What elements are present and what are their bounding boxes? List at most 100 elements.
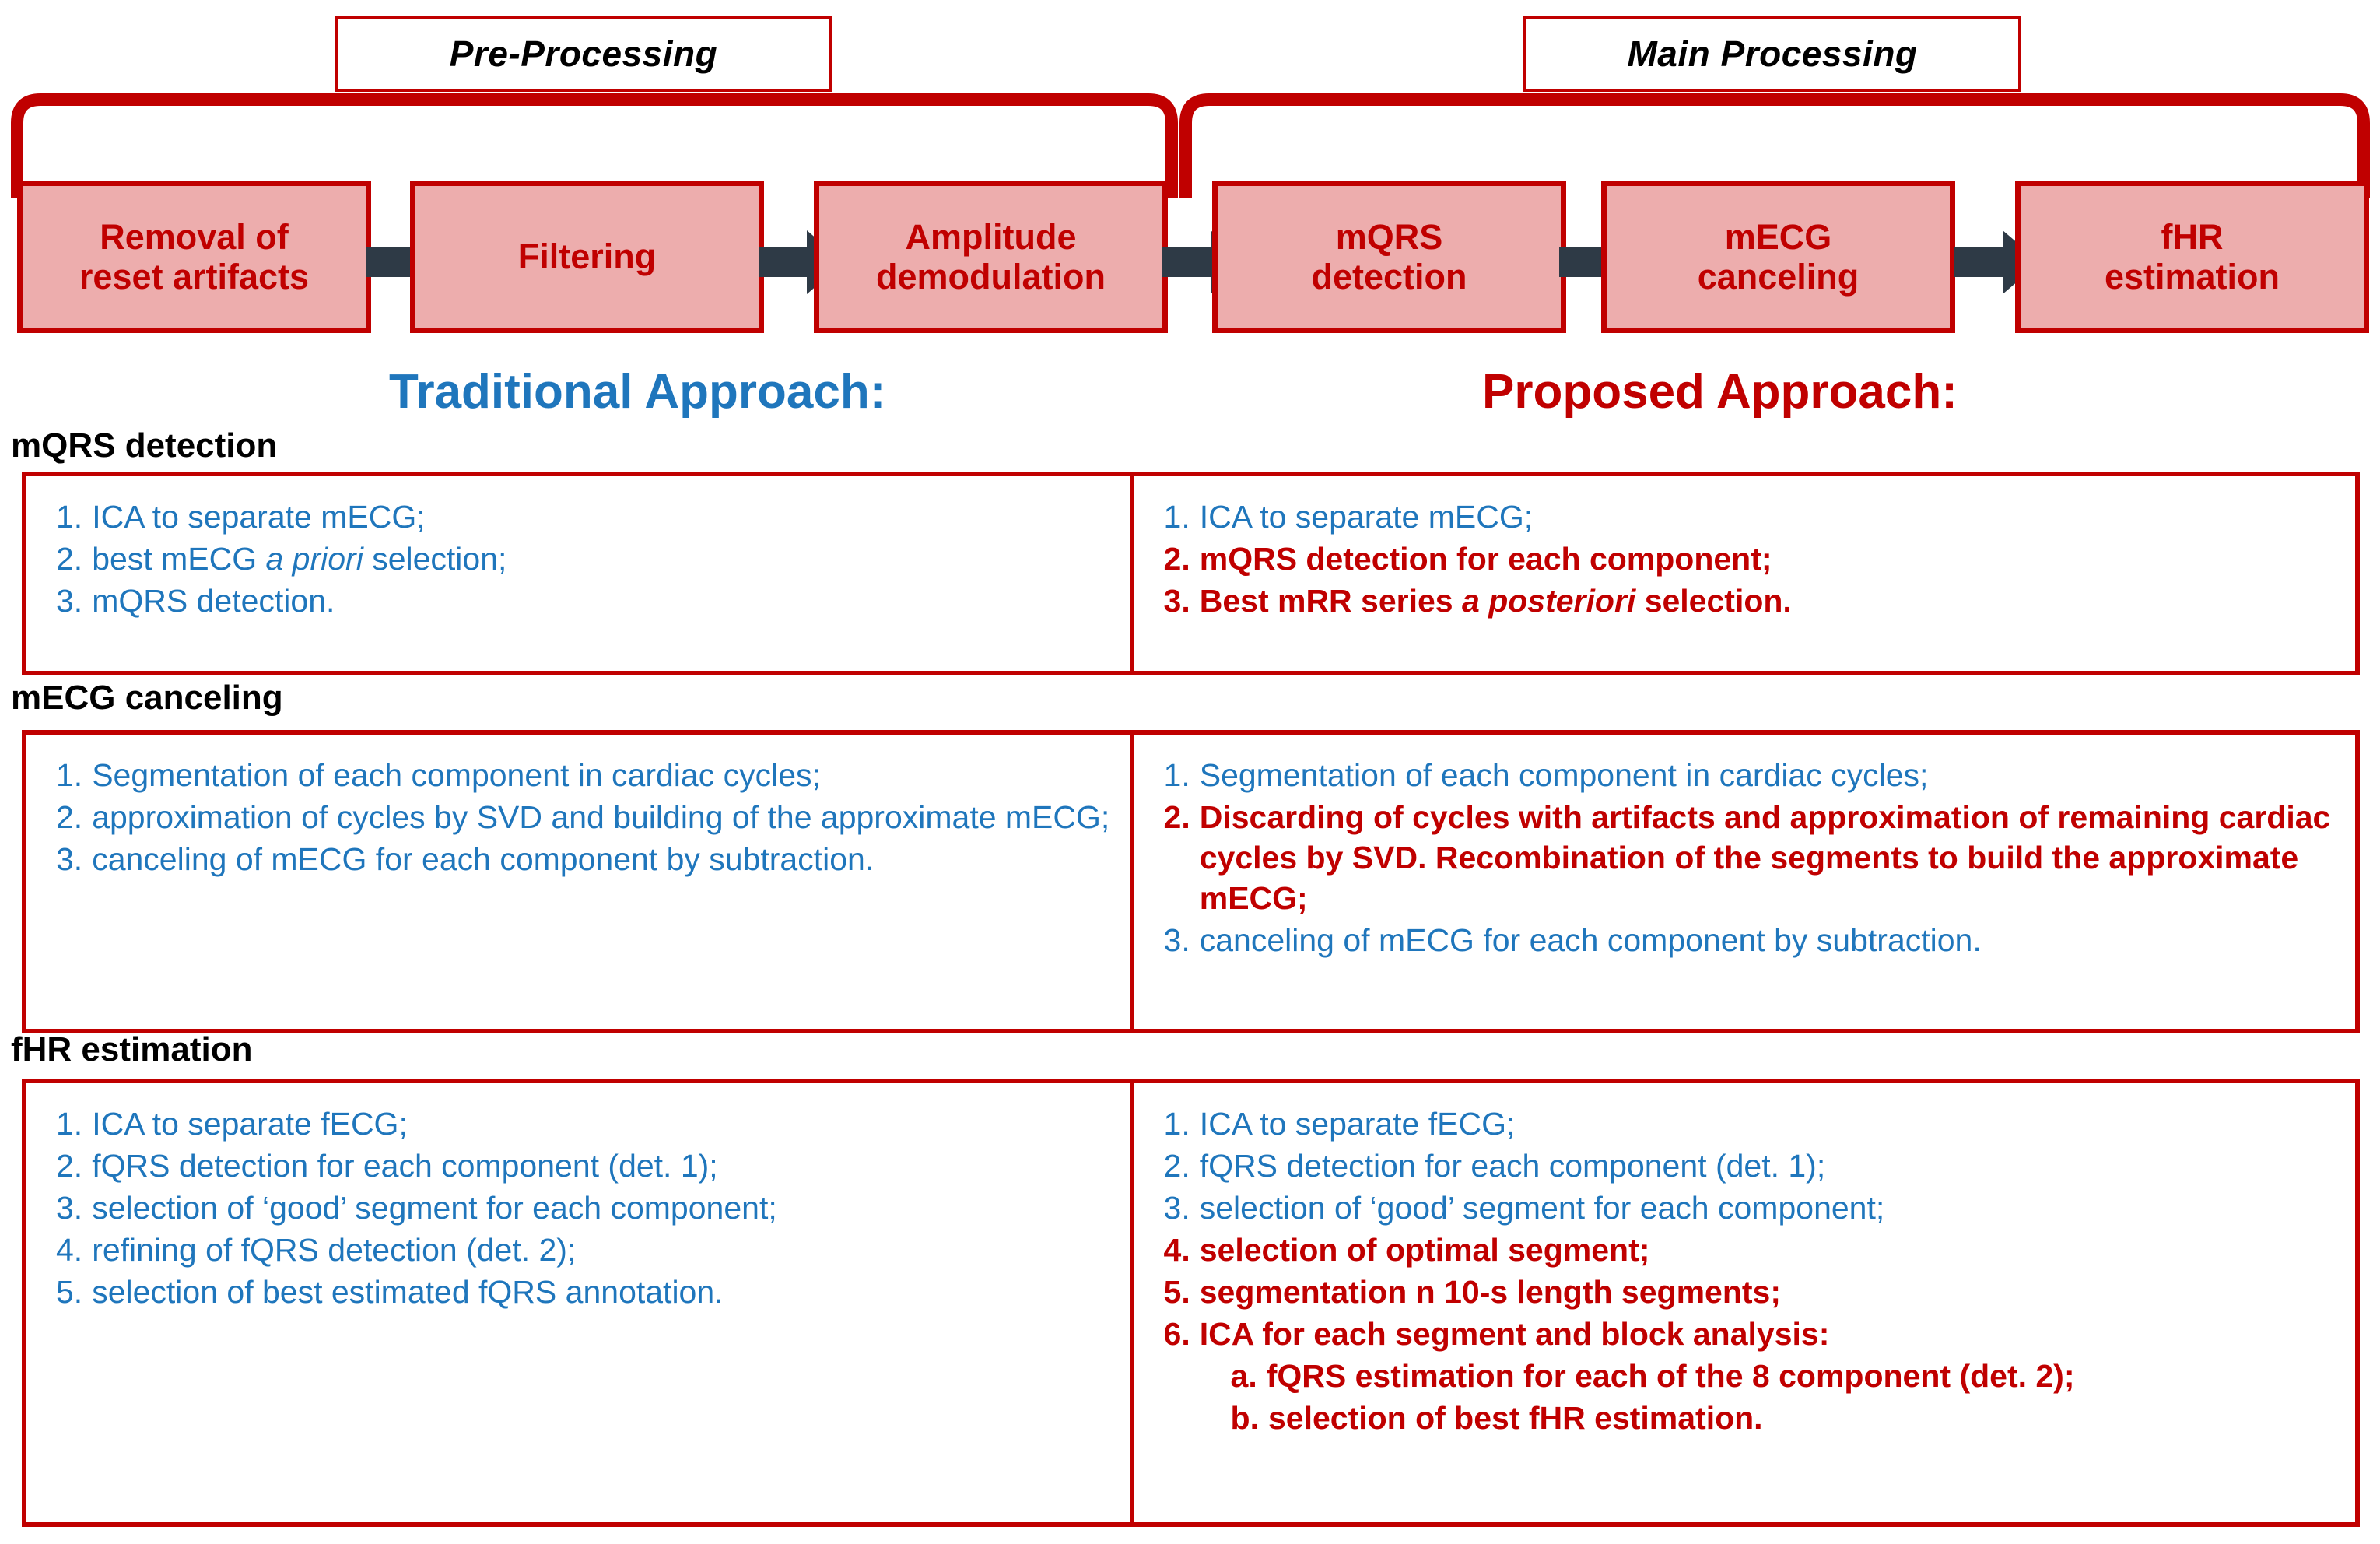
step-item: 3.Best mRR series a posteriori selection… <box>1164 581 2338 621</box>
step-item: 2.fQRS detection for each component (det… <box>56 1146 1113 1186</box>
step-number: 1. <box>1163 757 1190 793</box>
step-number: 6. <box>1163 1316 1190 1353</box>
step-text: fQRS estimation for each of the 8 compon… <box>1266 1358 2075 1395</box>
flow-step-label: fHR estimation <box>2105 217 2280 297</box>
flow-step-label: Filtering <box>518 237 657 276</box>
step-item: 5.segmentation n 10-s length segments; <box>1164 1272 2338 1312</box>
step-text: best mECG a priori selection; <box>92 541 507 577</box>
step-item: 2.fQRS detection for each component (det… <box>1164 1146 2338 1186</box>
proposed-approach-heading: Proposed Approach: <box>1482 365 1958 419</box>
section-label-fhr-estimation: fHR estimation <box>11 1030 253 1069</box>
step-number: 2. <box>56 1148 83 1184</box>
section-label-mqrs-detection: mQRS detection <box>11 426 278 465</box>
flow-step-line2: reset artifacts <box>79 257 310 297</box>
step-text: ICA to separate fECG; <box>1199 1106 1516 1142</box>
step-text: Best mRR series a posteriori selection. <box>1199 583 1792 619</box>
step-number: 2. <box>1163 541 1190 577</box>
step-number: 2. <box>1163 799 1190 836</box>
proposed-column: 1.Segmentation of each component in card… <box>1134 735 2355 1029</box>
flow-step-line1: Filtering <box>517 237 657 277</box>
step-item: a.fQRS estimation for each of the 8 comp… <box>1164 1356 2338 1396</box>
flow-step-amplitude-demodulation[interactable]: Amplitude demodulation <box>814 181 1168 333</box>
step-text: selection of ‘good’ segment for each com… <box>1199 1190 1885 1226</box>
step-text: mQRS detection. <box>92 583 335 619</box>
step-number: 2. <box>56 799 83 836</box>
step-item: 2. best mECG a priori selection; <box>56 539 1113 579</box>
step-text: selection of ‘good’ segment for each com… <box>92 1190 777 1226</box>
step-number: 5. <box>56 1274 83 1311</box>
step-item: 5.selection of best estimated fQRS annot… <box>56 1272 1113 1312</box>
step-text: approximation of cycles by SVD and build… <box>92 799 1110 836</box>
step-number: 4. <box>1163 1232 1190 1269</box>
step-number: 1. <box>56 1106 83 1142</box>
comparison-table-fhr-estimation: 1. ICA to separate fECG;2.fQRS detection… <box>22 1079 2360 1527</box>
flow-step-label: mQRS detection <box>1311 217 1467 297</box>
step-text: ICA to separate fECG; <box>92 1106 408 1142</box>
step-text: ICA to separate mECG; <box>1199 499 1534 535</box>
step-text: canceling of mECG for each component by … <box>92 841 875 878</box>
flow-step-line1: mQRS <box>1335 216 1443 257</box>
step-item: 3.canceling of mECG for each component b… <box>1164 920 2338 960</box>
comparison-table-mecg-canceling: 1.Segmentation of each component in card… <box>22 730 2360 1033</box>
flow-step-fhr-estimation[interactable]: fHR estimation <box>2015 181 2369 333</box>
step-number: 3. <box>56 583 83 619</box>
flow-step-line1: fHR <box>2161 216 2224 257</box>
flow-step-line2: canceling <box>1697 257 1859 297</box>
step-item: 1.ICA to separate fECG; <box>1164 1104 2338 1144</box>
flow-step-removal-of-reset-artifacts[interactable]: Removal of reset artifacts <box>17 181 371 333</box>
step-number: 3. <box>1163 1190 1190 1226</box>
step-number: 5. <box>1163 1274 1190 1311</box>
step-number: 1. <box>56 499 83 535</box>
step-number: 1. <box>1163 499 1190 535</box>
step-number: 2. <box>1163 1148 1190 1184</box>
step-item: 1.Segmentation of each component in card… <box>56 755 1113 795</box>
step-item: 1. ICA to separate fECG; <box>56 1104 1113 1144</box>
step-item: 1.ICA to separate mECG; <box>1164 497 2338 537</box>
step-item: 2.Discarding of cycles with artifacts an… <box>1164 797 2338 918</box>
step-number: 3. <box>1163 583 1190 619</box>
step-text: ICA to separate mECG; <box>92 499 426 535</box>
phase-label-pre-processing: Pre-Processing <box>335 16 832 92</box>
comparison-table-mqrs-detection: 1.ICA to separate mECG;2. best mECG a pr… <box>22 472 2360 676</box>
flow-step-line2: detection <box>1311 257 1467 297</box>
step-text: canceling of mECG for each component by … <box>1199 922 1982 959</box>
section-label-mecg-canceling: mECG canceling <box>11 679 283 717</box>
step-item: b.selection of best fHR estimation. <box>1164 1398 2338 1438</box>
flow-step-line1: Removal of <box>100 216 289 257</box>
phase-label-main-processing: Main Processing <box>1523 16 2021 92</box>
step-text: Segmentation of each component in cardia… <box>92 757 821 793</box>
step-number: 2. <box>56 541 83 577</box>
traditional-approach-heading: Traditional Approach: <box>389 365 886 419</box>
flow-step-line2: demodulation <box>876 257 1106 297</box>
step-text: ICA for each segment and block analysis: <box>1199 1316 1830 1353</box>
step-text: Discarding of cycles with artifacts and … <box>1199 799 2331 917</box>
step-text: refining of fQRS detection (det. 2); <box>92 1232 577 1269</box>
flow-step-mecg-canceling[interactable]: mECG canceling <box>1601 181 1955 333</box>
step-text: mQRS detection for each component; <box>1199 541 1772 577</box>
step-text: segmentation n 10-s length segments; <box>1199 1274 1781 1311</box>
step-number: a. <box>1230 1358 1257 1395</box>
step-text: selection of best estimated fQRS annotat… <box>92 1274 724 1311</box>
step-number: 3. <box>56 841 83 878</box>
step-item: 1.ICA to separate mECG; <box>56 497 1113 537</box>
flow-step-filtering[interactable]: Filtering <box>410 181 764 333</box>
flow-step-line1: Amplitude <box>905 216 1077 257</box>
step-item: 3.selection of ‘good’ segment for each c… <box>1164 1188 2338 1228</box>
proposed-column: 1.ICA to separate fECG;2.fQRS detection … <box>1134 1083 2355 1522</box>
flow-step-line2: estimation <box>2104 257 2280 297</box>
main-processing-brace-icon <box>1179 93 2370 198</box>
step-number: 3. <box>56 1190 83 1226</box>
step-item: 2.approximation of cycles by SVD and bui… <box>56 797 1113 837</box>
step-item: 3. canceling of mECG for each component … <box>56 839 1113 879</box>
flow-step-label: mECG canceling <box>1698 217 1859 297</box>
step-number: 4. <box>56 1232 83 1269</box>
step-text: Segmentation of each component in cardia… <box>1199 757 1929 793</box>
step-number: 1. <box>56 757 83 793</box>
step-item: 4.refining of fQRS detection (det. 2); <box>56 1230 1113 1270</box>
flow-step-mqrs-detection[interactable]: mQRS detection <box>1212 181 1566 333</box>
traditional-column: 1.ICA to separate mECG;2. best mECG a pr… <box>26 476 1134 671</box>
traditional-column: 1. ICA to separate fECG;2.fQRS detection… <box>26 1083 1134 1522</box>
step-text: fQRS detection for each component (det. … <box>1199 1148 1826 1184</box>
step-text: selection of best fHR estimation. <box>1267 1400 1763 1437</box>
step-item: 3.selection of ‘good’ segment for each c… <box>56 1188 1113 1228</box>
